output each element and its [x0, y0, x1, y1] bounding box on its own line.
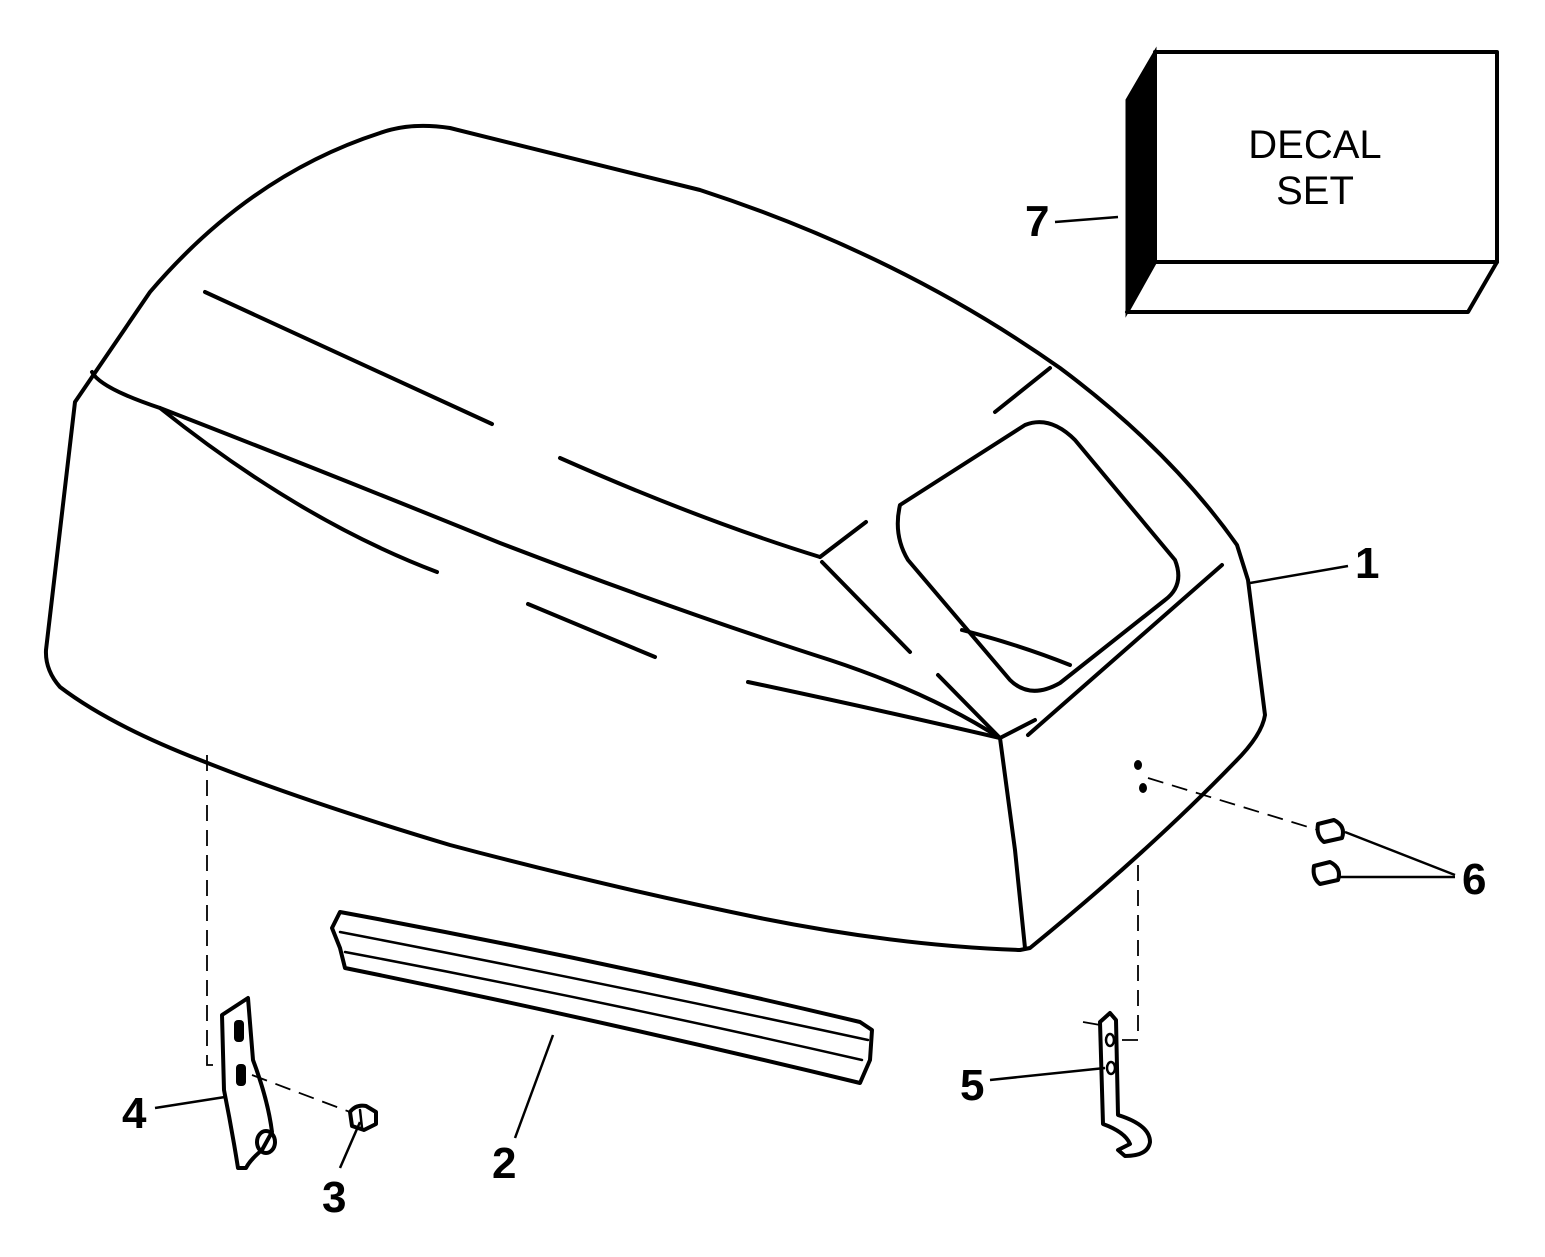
callout-6: 6	[1462, 855, 1486, 904]
rivet-lower	[1311, 860, 1341, 886]
assembly-line-right	[1118, 865, 1139, 1041]
decal-set-box: DECAL SET	[1125, 46, 1499, 318]
leader-5	[989, 1066, 1106, 1082]
cover-front-edge	[998, 736, 1027, 950]
leader-3	[338, 1121, 362, 1169]
cover-crease-c	[818, 520, 868, 559]
left-bracket-stud	[255, 1129, 277, 1155]
assembly-line-rivet	[1147, 777, 1319, 831]
cover-crease-a	[203, 290, 494, 426]
cover-outline	[43, 123, 1267, 952]
seal-strip-groove-a	[338, 930, 870, 1042]
rivets	[1311, 818, 1345, 886]
seal-strip-outline	[330, 910, 874, 1085]
cover-crease-d	[993, 366, 1052, 414]
leader-4	[154, 1095, 226, 1110]
left-bracket-slot-upper	[234, 1020, 244, 1042]
assembly-lines	[206, 755, 1319, 1113]
assembly-line-right-top	[1082, 1021, 1101, 1026]
callout-7: 7	[1025, 197, 1049, 246]
left-bracket	[220, 996, 277, 1170]
assembly-line-left	[206, 755, 222, 1066]
leader-6a	[1344, 830, 1456, 877]
assembly-line-screw	[251, 1074, 351, 1113]
cover-top-edge	[90, 370, 1002, 740]
rivet-upper	[1315, 818, 1345, 844]
cover-crease-f	[746, 680, 1002, 740]
left-bracket-slot-lower	[236, 1064, 246, 1086]
engine-cover	[43, 123, 1267, 952]
seal-strip	[330, 910, 874, 1085]
callout-2: 2	[492, 1139, 516, 1188]
right-bracket-hole-lower	[1105, 1060, 1117, 1076]
cover-strap-a	[820, 560, 912, 654]
screw-slot	[358, 1108, 364, 1130]
cover-front-top	[998, 718, 1037, 740]
cover-crease-g	[158, 406, 439, 574]
leader-lines	[154, 215, 1456, 1169]
leader-2	[513, 1034, 555, 1139]
cover-crease-e	[526, 602, 657, 659]
cover-strap-c	[1026, 563, 1224, 737]
right-bracket-outline	[1098, 1011, 1152, 1158]
cover-hole-upper	[1134, 760, 1142, 770]
callout-1: 1	[1355, 539, 1379, 588]
decal-label-line2: SET	[1276, 169, 1354, 213]
decal-box-side	[1125, 46, 1157, 318]
screw	[348, 1103, 378, 1132]
seal-strip-groove-b	[343, 950, 864, 1062]
decal-box-bottom	[1125, 260, 1499, 314]
leader-7	[1054, 215, 1119, 224]
callout-labels: 1 2 3 4 5 6 7	[122, 197, 1486, 1222]
screw-head	[348, 1103, 378, 1132]
callout-3: 3	[322, 1173, 346, 1222]
decal-label-line1: DECAL	[1248, 123, 1381, 167]
callout-5: 5	[960, 1061, 984, 1110]
cover-hole-lower	[1139, 783, 1147, 793]
cover-window	[895, 420, 1181, 693]
right-bracket	[1098, 1011, 1152, 1158]
cover-window-floor	[960, 628, 1072, 667]
right-bracket-hole-upper	[1104, 1032, 1116, 1048]
cover-strap-b	[936, 673, 1002, 740]
callout-4: 4	[122, 1089, 147, 1138]
left-bracket-outline	[220, 996, 274, 1170]
cover-crease-b	[558, 456, 822, 559]
leader-1	[1249, 564, 1349, 585]
